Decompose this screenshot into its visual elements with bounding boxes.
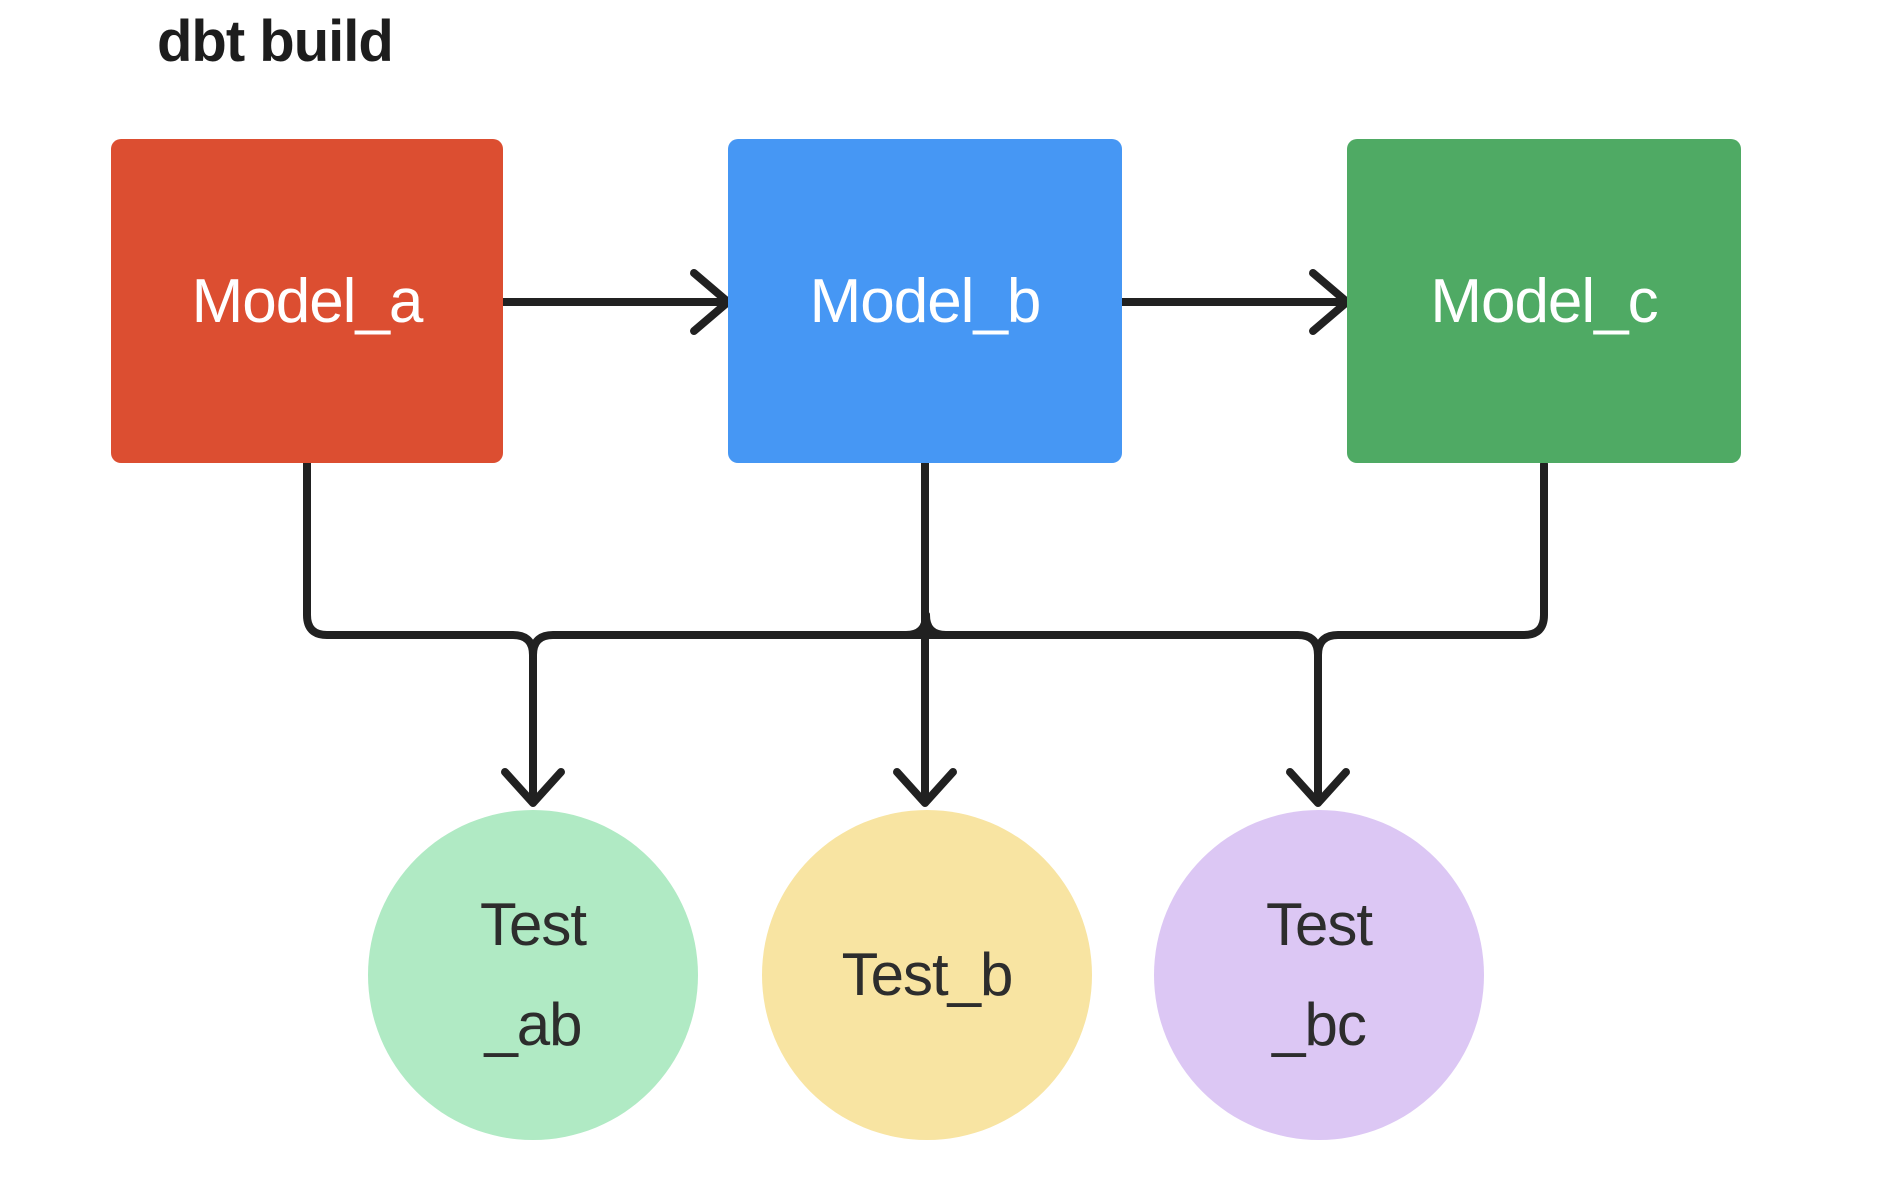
node-test-ab-label-line2: _ab [484, 991, 582, 1058]
arrowhead-into-test-b [893, 768, 957, 807]
node-model-a-label: Model_a [191, 266, 424, 336]
node-test-ab: Test _ab [368, 810, 698, 1140]
arrowhead-into-model-b [690, 269, 732, 335]
node-test-b: Test_b [762, 810, 1092, 1140]
arrowhead-into-test-ab [501, 768, 565, 807]
edge-model-a-to-test-ab [303, 459, 537, 805]
node-model-b: Model_b [728, 139, 1122, 463]
node-model-c: Model_c [1347, 139, 1741, 463]
node-model-b-label: Model_b [809, 266, 1042, 336]
node-test-bc-label-line2: _bc [1272, 991, 1367, 1058]
node-model-a: Model_a [111, 139, 503, 463]
rail-segment-left [529, 611, 930, 659]
arrowhead-into-model-c [1309, 269, 1351, 335]
diagram-title: dbt build [157, 9, 394, 74]
edge-model-c-to-rail [1314, 460, 1548, 659]
node-test-bc-label-line1: Test [1265, 891, 1373, 958]
node-test-ab-label-line1: Test [479, 891, 587, 958]
node-test-b-label-line1: Test_b [841, 941, 1014, 1008]
rail-segment-right [922, 611, 1322, 659]
node-model-c-label: Model_c [1430, 266, 1658, 336]
arrowhead-into-test-bc [1286, 768, 1350, 807]
node-test-bc: Test _bc [1154, 810, 1484, 1140]
